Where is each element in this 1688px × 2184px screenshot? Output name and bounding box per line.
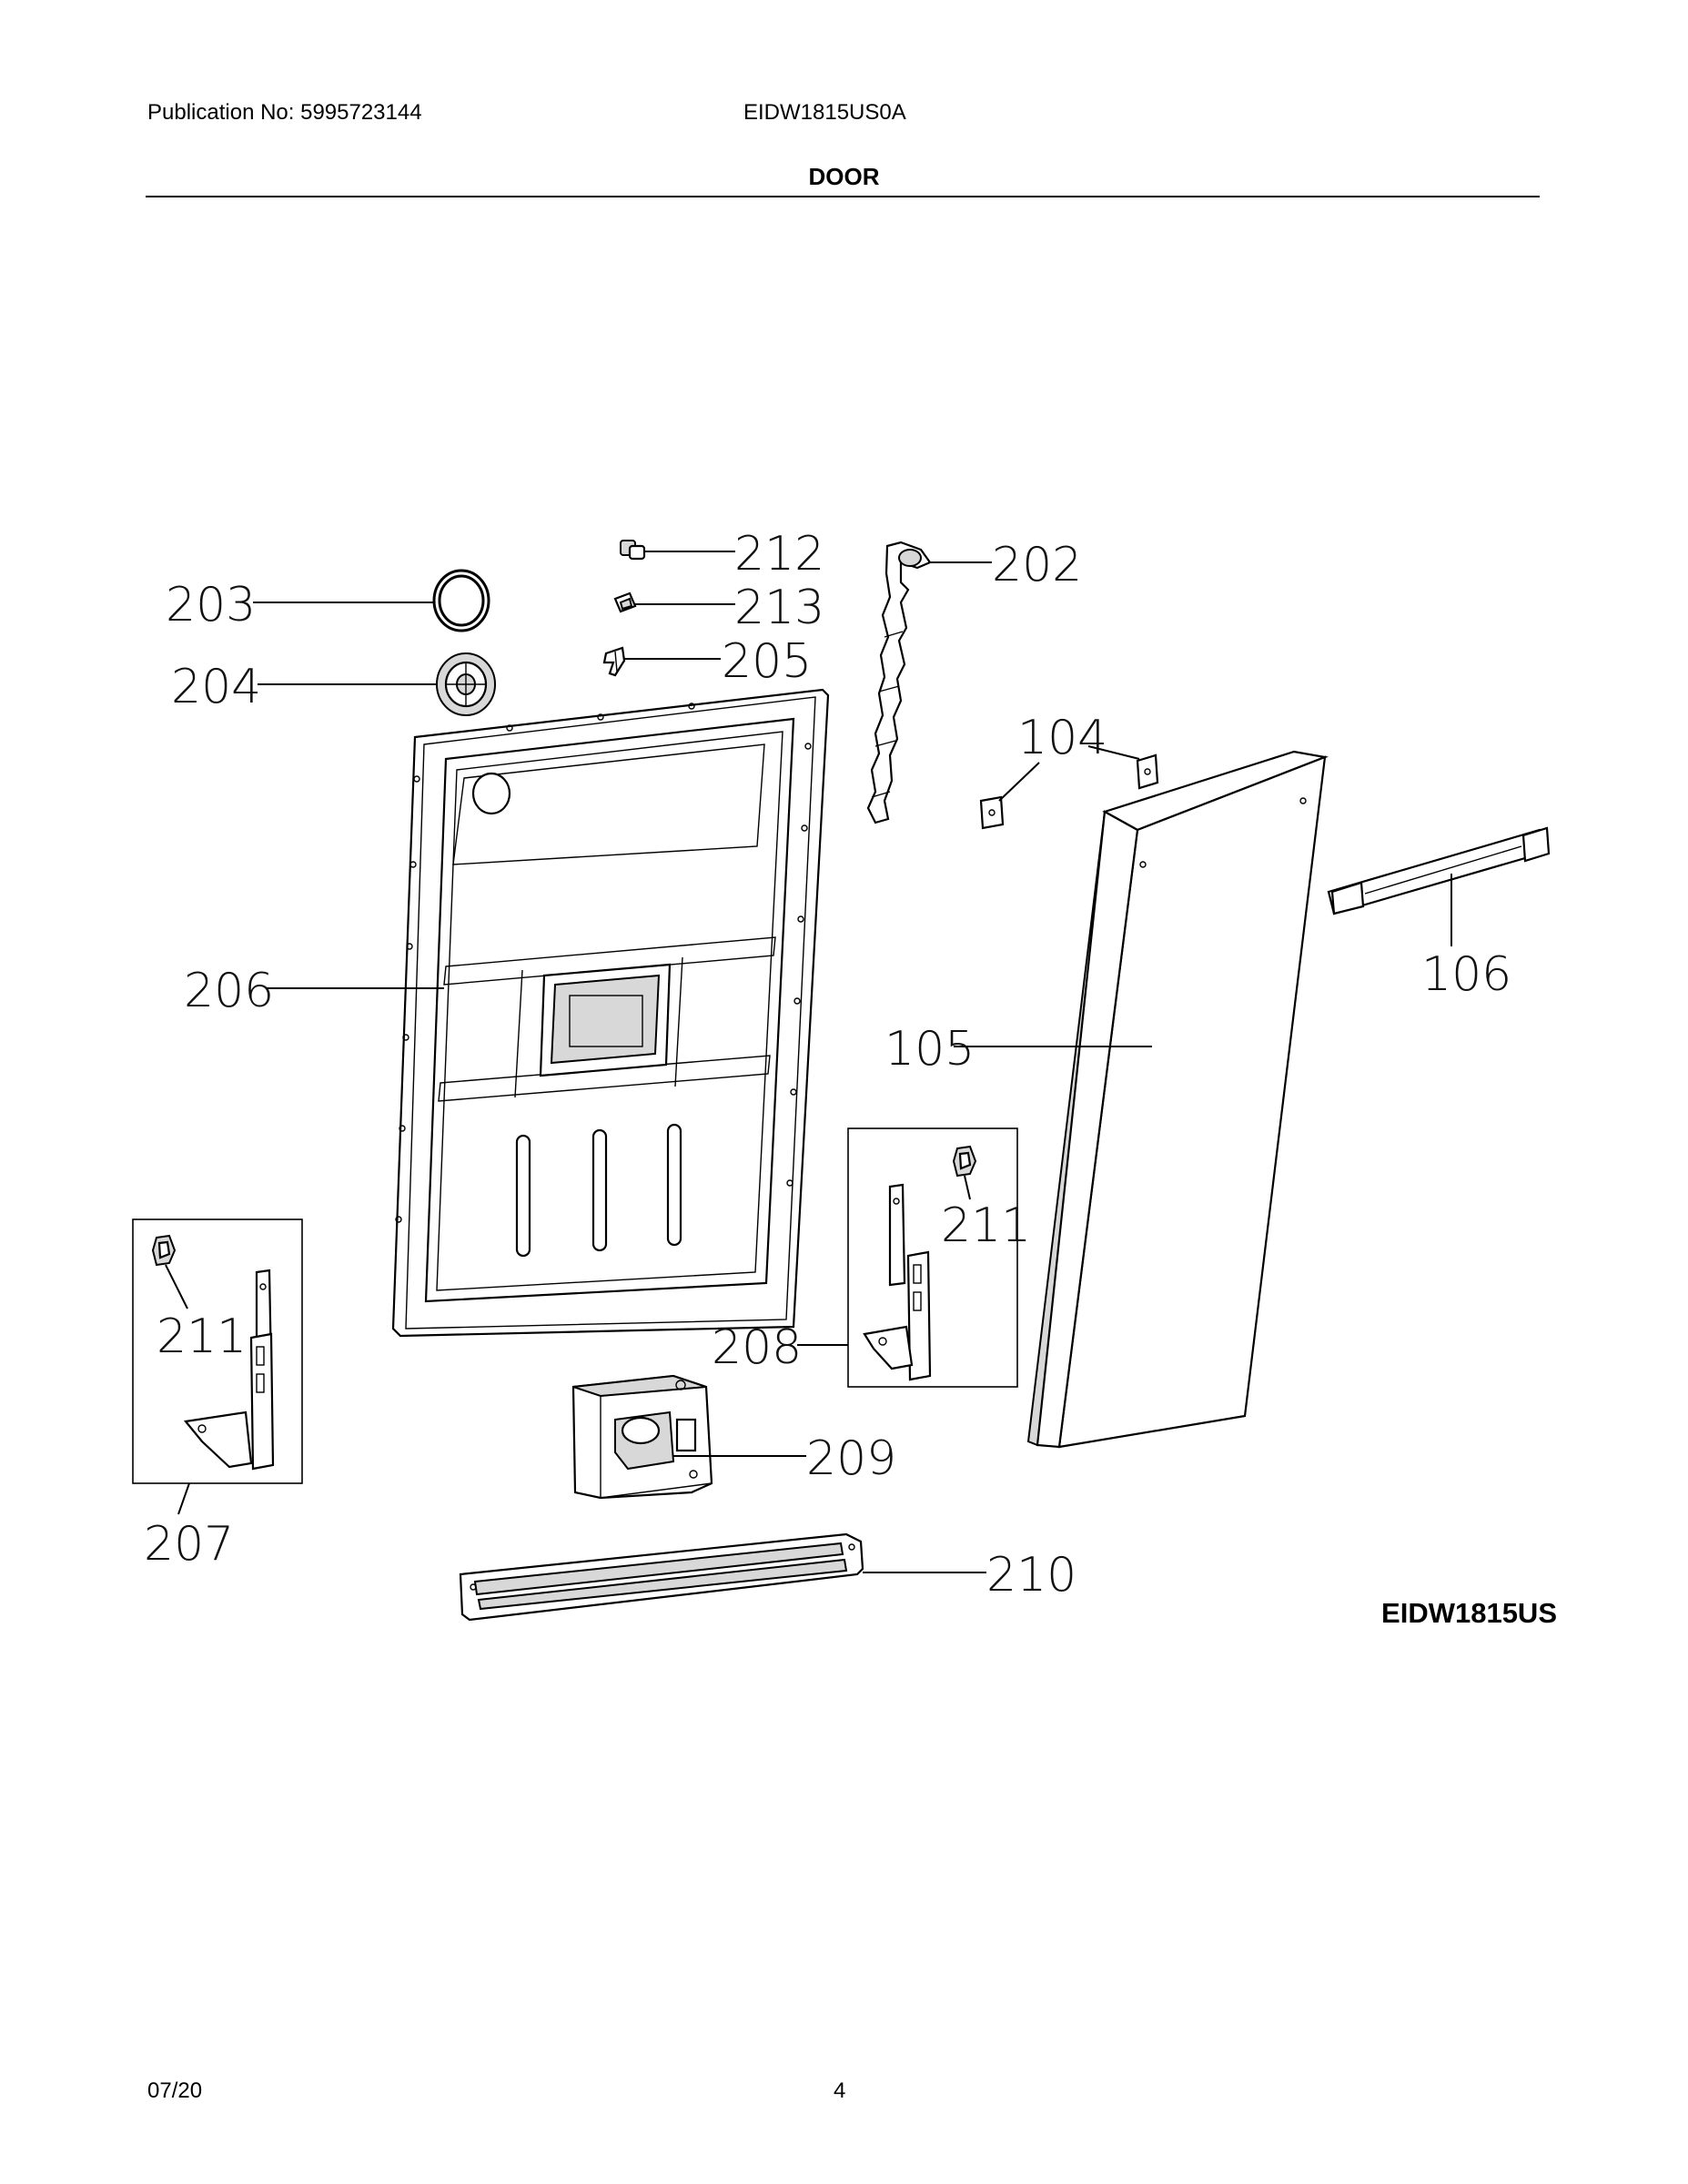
part-209-latch (571, 1374, 713, 1500)
model-badge: EIDW1815US (1381, 1597, 1557, 1629)
model-number: EIDW1815US0A (743, 100, 906, 125)
callout-206: 206 (184, 964, 274, 1018)
leader-211-right (964, 1175, 971, 1200)
part-208-hinge-right (863, 1183, 932, 1381)
header-rule (146, 196, 1540, 197)
callout-211-right: 211 (941, 1198, 1031, 1253)
part-104-spacers (979, 753, 1159, 830)
callout-205: 205 (722, 634, 812, 689)
part-210-bottom-rail (459, 1532, 864, 1622)
leader-207 (177, 1482, 190, 1515)
footer-date: 07/20 (147, 2078, 203, 2103)
publication-number: Publication No: 5995723144 (147, 100, 422, 125)
callout-203: 203 (166, 578, 256, 632)
callout-212: 212 (734, 527, 824, 581)
callout-202: 202 (992, 538, 1082, 592)
leader-211-left (165, 1264, 188, 1309)
part-207-hinge-left (183, 1269, 275, 1471)
leader-104b (998, 762, 1040, 802)
hinge-box-left (132, 1218, 303, 1484)
callout-211-left: 211 (157, 1309, 247, 1364)
part-202-cable-holder (866, 541, 932, 824)
part-211-clip-left (151, 1234, 177, 1267)
part-105-outer-door (1026, 750, 1329, 1449)
callout-209: 209 (806, 1431, 896, 1486)
part-106-handle (1327, 826, 1551, 915)
part-212-clip (620, 540, 646, 561)
part-206-inner-door (391, 688, 830, 1338)
callout-213: 213 (734, 581, 824, 635)
callout-105: 105 (884, 1022, 975, 1077)
part-213-bracket (613, 592, 637, 613)
section-title: DOOR (808, 163, 880, 190)
part-205-catch (602, 646, 626, 677)
callout-204: 204 (171, 660, 261, 714)
part-204-cap (436, 652, 496, 716)
page-number: 4 (834, 2078, 846, 2103)
callout-208: 208 (712, 1320, 802, 1375)
callout-106: 106 (1421, 947, 1511, 1002)
leader-104a (1087, 745, 1140, 760)
callout-207: 207 (144, 1517, 234, 1572)
part-211-clip-right (952, 1145, 977, 1178)
callout-104: 104 (1017, 711, 1107, 765)
part-203-gasket-ring (432, 569, 490, 632)
hinge-box-right (847, 1127, 1018, 1388)
callout-210: 210 (986, 1548, 1076, 1603)
